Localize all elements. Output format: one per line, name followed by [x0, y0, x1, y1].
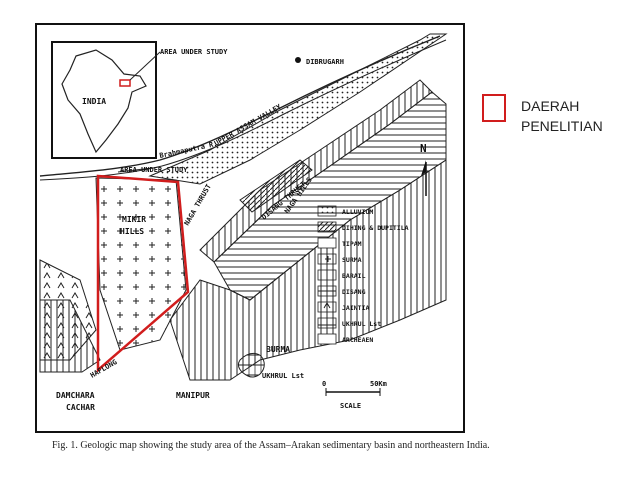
manipur-label: MANIPUR	[176, 391, 210, 400]
study-area-legend-swatch	[482, 94, 506, 122]
burma-label: BURMA	[266, 345, 290, 354]
legend-swatch-jaintia	[317, 301, 337, 313]
disang-west	[39, 299, 101, 373]
scale-end-label: 50Km	[370, 380, 387, 388]
study-area-legend-label: DAERAH PENELITIAN	[521, 96, 631, 136]
legend-label: ARCHEAEN	[342, 336, 373, 344]
north-arrow: N	[420, 142, 427, 196]
legend-label: JAINTIA	[342, 304, 369, 312]
mikir-label-line1: MIKIR	[122, 215, 146, 224]
cachar-label: CACHAR	[66, 403, 95, 412]
legend-label: UKHRUL Lst	[342, 320, 381, 328]
figure-caption: Fig. 1. Geologic map showing the study a…	[52, 440, 490, 451]
inset-frame	[51, 41, 157, 159]
legend-swatch-alluvium	[317, 205, 337, 217]
area-under-study-label: AREA UNDER STUDY	[120, 166, 188, 174]
scale-bar: 0 50Km SCALE	[322, 380, 387, 410]
damchara-label: DAMCHARA	[56, 391, 95, 400]
legend-label: BARAIL	[342, 272, 366, 280]
legend-label: DISANG	[342, 288, 366, 296]
brahmaputra-river	[39, 35, 441, 177]
legend-swatch-ukhrul	[317, 317, 337, 329]
scale-label: SCALE	[340, 402, 361, 410]
mikir-label-line2: HILLS	[120, 227, 144, 236]
legend-swatch-dihing	[317, 221, 337, 233]
legend-swatch-surma	[317, 253, 337, 265]
inset-area-label: AREA UNDER STUDY	[160, 48, 228, 56]
legend-label: TIPAM	[342, 240, 362, 248]
legend-swatch-disang	[317, 285, 337, 297]
legend-label: ALLUVIUM	[342, 208, 373, 216]
legend-label: SURMA	[342, 256, 362, 264]
assam-valley-alluvium	[148, 33, 448, 185]
study-area-legend-line1: DAERAH	[521, 98, 580, 114]
mikir-hills-archean	[95, 177, 187, 351]
inset-country-label: INDIA	[82, 97, 106, 106]
study-pointer	[117, 167, 153, 173]
legend-swatch-tipam	[317, 237, 337, 249]
legend-swatch-archeaen	[317, 333, 337, 345]
inset-pointer	[129, 51, 161, 81]
legend-swatch-barail	[317, 269, 337, 281]
dihing-belt	[239, 159, 313, 213]
study-area-legend-line2: PENELITIAN	[521, 118, 603, 134]
dibrugarh-dot	[295, 57, 301, 63]
inset-study-marker	[119, 79, 131, 87]
scale-start-label: 0	[322, 380, 326, 388]
north-label: N	[420, 142, 427, 155]
map-legend: ALLUVIUM DIHING & DUPITILA TIPAM SURMA B…	[317, 205, 409, 345]
ukhrul-limestone	[237, 353, 265, 378]
legend-label: DIHING & DUPITILA	[342, 224, 409, 232]
ukhrul-label: UKHRUL Lst	[262, 372, 304, 380]
dibrugarh-label: DIBRUGARH	[306, 58, 344, 66]
india-outline	[61, 49, 147, 154]
study-area-outline	[96, 174, 190, 373]
